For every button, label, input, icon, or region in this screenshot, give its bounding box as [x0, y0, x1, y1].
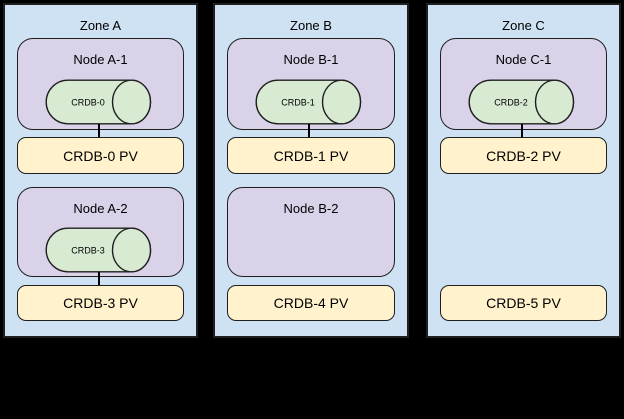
- pv-crdb-3: CRDB-3 PV: [17, 285, 184, 321]
- zone-c-label: Zone C: [502, 18, 545, 33]
- zone-a-label: Zone A: [79, 18, 122, 33]
- node-a1-label: Node A-1: [73, 52, 128, 67]
- pv-crdb-2: CRDB-2 PV: [440, 137, 607, 174]
- zone-b: Zone B Node B-1 CRDB-1 CRDB-1 PV Node B-…: [213, 3, 409, 338]
- node-a2-label: Node A-2: [73, 201, 128, 216]
- connector-b1-pv: [308, 124, 310, 138]
- pod-crdb-0-label: CRDB-0: [71, 98, 105, 108]
- pod-crdb-2-label: CRDB-2: [494, 98, 528, 108]
- connector-c1-pv: [520, 124, 523, 138]
- node-b1-label: Node B-1: [283, 52, 339, 67]
- pod-cylinder-crdb-2: CRDB-2: [468, 79, 574, 125]
- pod-cylinder-crdb-0: CRDB-0: [45, 79, 151, 125]
- pod-crdb-1-label: CRDB-1: [281, 98, 315, 108]
- pv-crdb-1: CRDB-1 PV: [227, 137, 395, 174]
- zone-a: Zone A Node A-1 CRDB-0 CRDB-0 PV Node A-…: [3, 3, 198, 338]
- pod-crdb-3-label: CRDB-3: [71, 246, 105, 256]
- node-b2-label: Node B-2: [283, 201, 339, 216]
- node-b2: Node B-2: [227, 187, 395, 277]
- pod-cylinder-crdb-1: CRDB-1: [255, 79, 362, 125]
- connector-a2-pv: [97, 272, 100, 286]
- connector-a1-pv: [97, 124, 100, 138]
- node-c1-label: Node C-1: [495, 52, 552, 67]
- pv-crdb-5: CRDB-5 PV: [440, 285, 607, 321]
- pv-crdb-0: CRDB-0 PV: [17, 137, 184, 174]
- zone-b-label: Zone B: [290, 18, 332, 33]
- pod-cylinder-crdb-3: CRDB-3: [45, 227, 151, 273]
- zone-c: Zone C Node C-1 CRDB-2 CRDB-2 PV CRDB-5 …: [426, 3, 621, 338]
- pv-crdb-4: CRDB-4 PV: [227, 285, 395, 321]
